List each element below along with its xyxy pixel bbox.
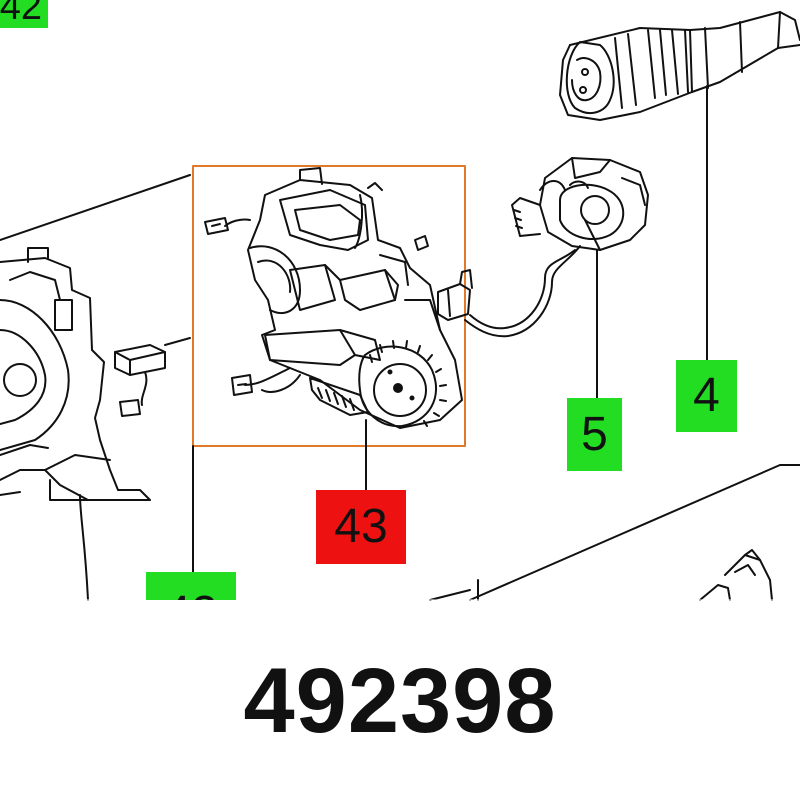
left-housing-part: [0, 174, 191, 601]
callout-label: 4: [693, 369, 720, 422]
callout-clipped-top-left: 42: [0, 0, 48, 28]
bottom-right-part: [429, 464, 800, 601]
socket-cable-part: [437, 157, 649, 338]
callout-5: 5: [567, 398, 622, 471]
callout-label: 42: [164, 590, 217, 601]
cable-plug-part: [559, 11, 800, 121]
callout-4: 4: [676, 360, 737, 432]
electronics-module-part: [204, 167, 463, 429]
highlight-frame: [192, 165, 466, 447]
small-connector-part: [114, 337, 191, 417]
part-number: 492398: [243, 650, 557, 752]
callout-label: 43: [334, 500, 388, 553]
callout-label: 42: [0, 0, 42, 28]
callout-clipped-bottom: 42: [146, 572, 236, 600]
callout-43: 43: [316, 490, 406, 564]
callout-label: 5: [581, 407, 608, 461]
